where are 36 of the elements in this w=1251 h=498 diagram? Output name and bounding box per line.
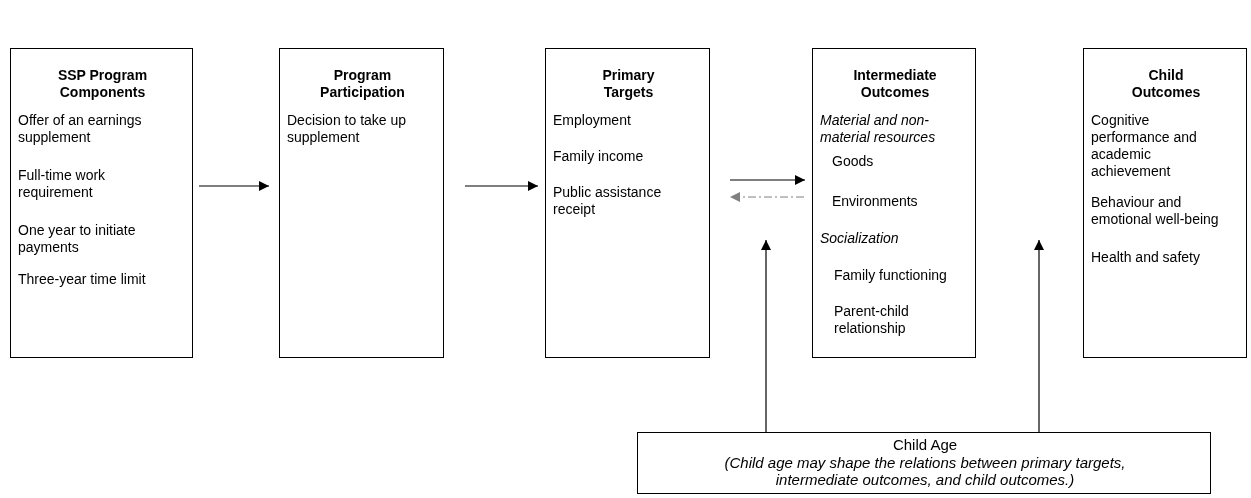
list-item: Material and non-material resources (820, 112, 937, 146)
arrow (729, 175, 806, 185)
box-heading: SSP Program Components (56, 67, 149, 101)
stage-box (1083, 48, 1247, 358)
list-item: Parent-child relationship (834, 303, 910, 337)
box-heading: Primary Targets (601, 67, 656, 101)
list-item: Decision to take up supplement (287, 112, 408, 146)
box-heading: Child Outcomes (1130, 67, 1202, 101)
list-item: One year to initiate payments (18, 222, 137, 256)
stage-box (279, 48, 444, 358)
note-text: (Child age may shape the relations between primary targets, intermediate outcomes, and child outcomes.) (723, 454, 1127, 488)
list-item: Family income (553, 148, 645, 165)
arrow (729, 192, 805, 202)
note-box (637, 432, 1211, 494)
list-item: Environments (832, 193, 919, 210)
stage-box (10, 48, 193, 358)
list-item: Employment (553, 112, 632, 129)
list-item: Full-time work requirement (18, 167, 107, 201)
list-item: Cognitive performance and academic achievement (1091, 112, 1198, 180)
list-item: Health and safety (1091, 249, 1201, 266)
list-item: Behaviour and emotional well-being (1091, 194, 1220, 228)
note-heading: Child Age (891, 436, 959, 453)
arrow (464, 181, 539, 191)
list-item: Three-year time limit (18, 271, 147, 288)
box-heading: Intermediate Outcomes (852, 67, 938, 101)
arrow (761, 239, 771, 433)
arrow (1034, 239, 1044, 433)
box-heading: Program Participation (319, 67, 406, 101)
list-item: Goods (832, 153, 875, 170)
stage-box (545, 48, 710, 358)
list-item: Family functioning (834, 267, 948, 284)
list-item: Public assistance receipt (553, 184, 663, 218)
list-item: Offer of an earnings supplement (18, 112, 143, 146)
list-item: Socialization (820, 230, 900, 247)
arrow (198, 181, 270, 191)
stage-box (812, 48, 976, 358)
